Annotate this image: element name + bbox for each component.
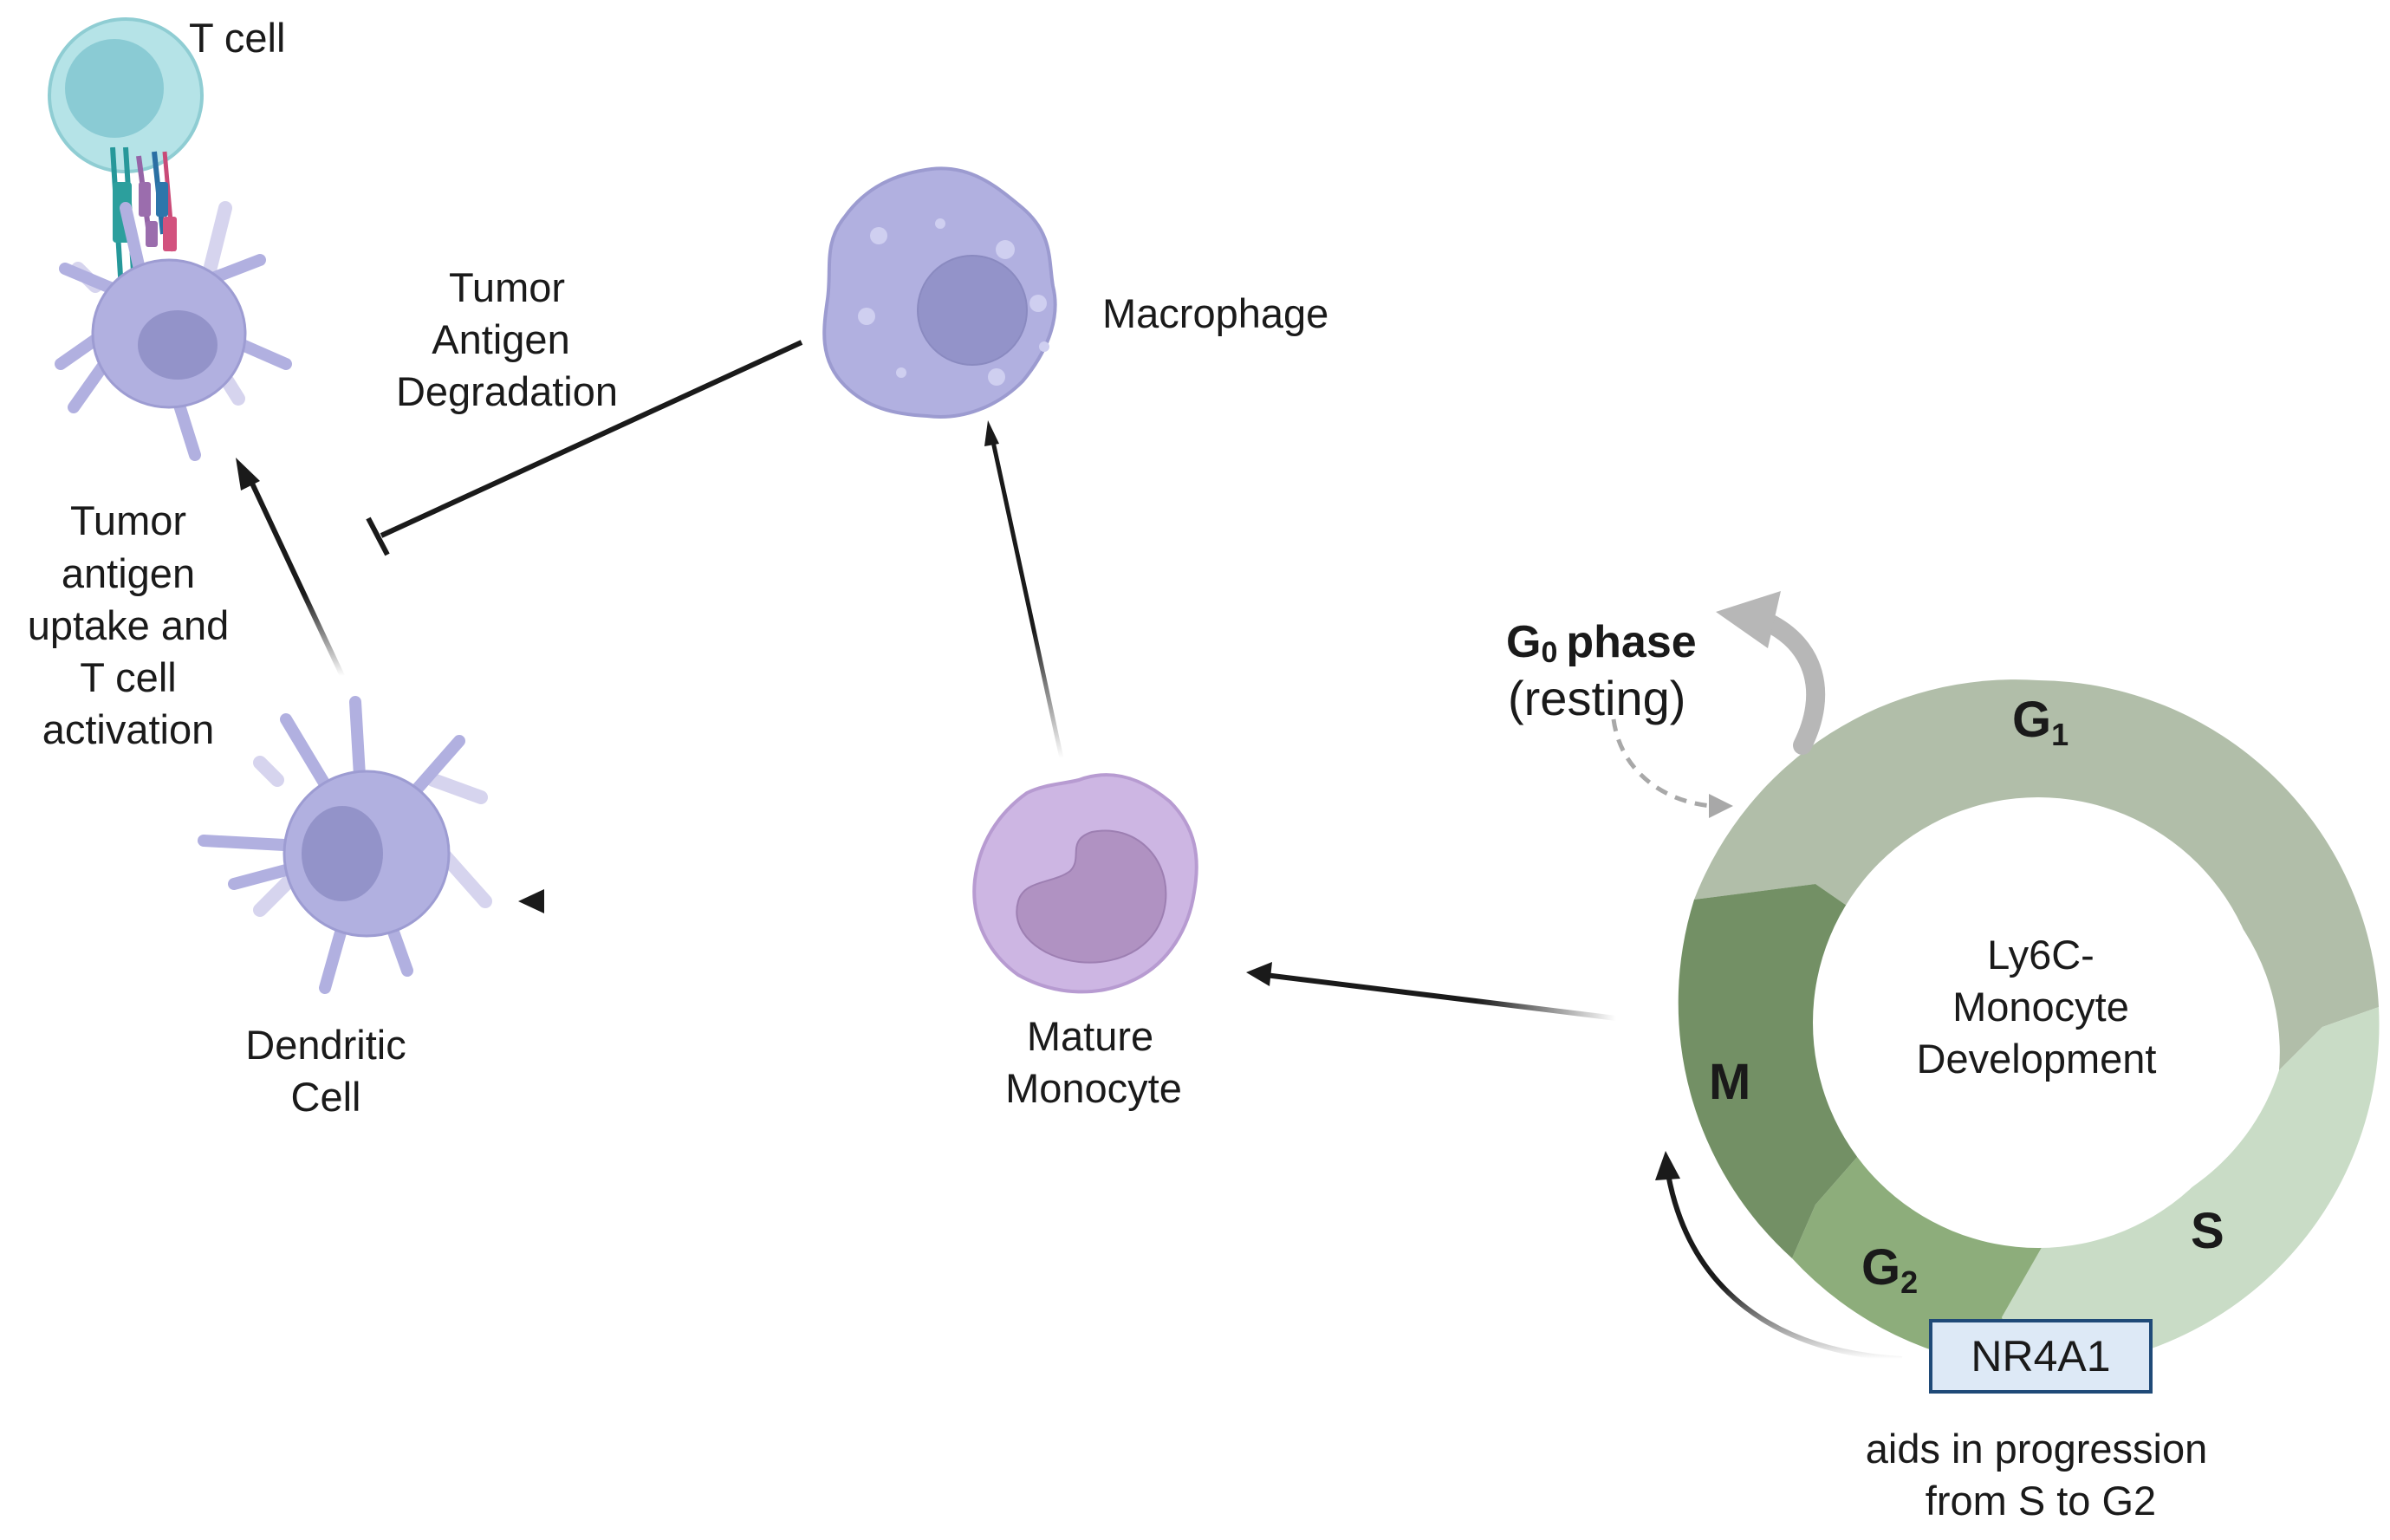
mature-monocyte-cell <box>972 773 1198 994</box>
svg-text:T cell: T cell <box>80 654 176 700</box>
phase-s-segment <box>2002 1007 2380 1369</box>
nr4a1-note: aids in progression from S to G2 <box>1866 1426 2208 1524</box>
phase-g2-segment <box>1792 1135 2054 1368</box>
resting-label: (resting) <box>1508 671 1685 725</box>
svg-text:Degradation: Degradation <box>396 368 618 414</box>
mature-monocyte-label: Mature Monocyte <box>1005 1013 1182 1111</box>
macrophage-label: Macrophage <box>1102 290 1328 336</box>
g0-exit-arrow-icon <box>1716 591 1826 755</box>
tumor-antigen-uptake-label: Tumor antigen uptake and T cell activati… <box>28 497 230 752</box>
inhibition-line-macrophage <box>366 340 803 556</box>
macrophage-cell <box>822 166 1057 419</box>
dendritic-cell-top <box>55 201 292 461</box>
arrow-monocyte-to-macrophage <box>984 420 1064 759</box>
svg-text:aids in progression: aids in progression <box>1866 1426 2208 1472</box>
phase-g1-label: G1 <box>2012 692 2069 752</box>
svg-text:Tumor: Tumor <box>449 264 565 310</box>
svg-text:activation: activation <box>42 706 215 752</box>
nr4a1-box <box>1929 1319 2153 1394</box>
svg-text:Dendritic: Dendritic <box>245 1022 406 1068</box>
g0-return-arrow-icon <box>1611 718 1733 818</box>
svg-text:Development: Development <box>1917 1036 2157 1082</box>
cycle-center-label: Ly6C- Monocyte Development <box>1917 932 2157 1082</box>
svg-text:Ly6C-: Ly6C- <box>1987 932 2094 978</box>
dendritic-cell <box>198 696 492 994</box>
svg-text:Mature: Mature <box>1027 1013 1153 1059</box>
svg-text:Cell: Cell <box>291 1074 361 1120</box>
phase-s-label: S <box>2191 1203 2224 1259</box>
phase-m-label: M <box>1709 1054 1750 1110</box>
arrow-cycle-to-monocyte <box>1246 962 1617 1021</box>
svg-text:Monocyte: Monocyte <box>1952 984 2129 1030</box>
svg-text:Antigen: Antigen <box>432 316 569 362</box>
svg-text:from S to G2: from S to G2 <box>1926 1478 2156 1524</box>
arrow-monocyte-to-dendritic <box>518 889 940 913</box>
cell-cycle-ring <box>1678 679 2380 1369</box>
t-cell-label: T cell <box>189 15 285 61</box>
svg-text:uptake and: uptake and <box>28 602 230 648</box>
svg-text:Tumor: Tumor <box>70 497 186 543</box>
tumor-antigen-degradation-label: Tumor Antigen Degradation <box>396 264 618 414</box>
nr4a1-label: NR4A1 <box>1971 1332 2110 1381</box>
svg-text:Monocyte: Monocyte <box>1005 1065 1182 1111</box>
arrow-dc-to-tcell-activation <box>236 458 345 678</box>
dendritic-cell-label: Dendritic Cell <box>245 1022 406 1120</box>
phase-g1-segment <box>1694 679 2379 1070</box>
phase-g2-label: G2 <box>1861 1239 1918 1300</box>
t-cell <box>48 17 204 173</box>
nr4a1-arrow <box>1655 1151 1903 1361</box>
svg-text:antigen: antigen <box>62 550 195 596</box>
